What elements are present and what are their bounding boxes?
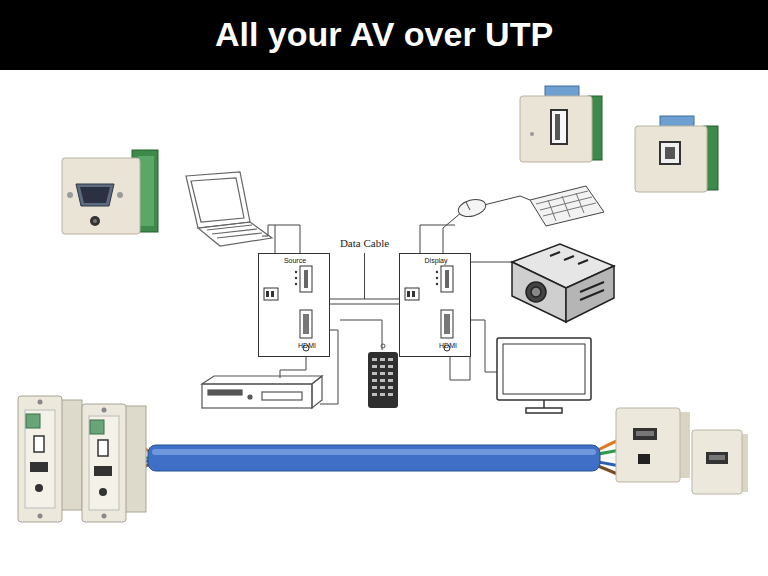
usb-wall-plates xyxy=(520,86,718,192)
title-text: All your AV over UTP xyxy=(0,14,768,54)
left-wall-plates xyxy=(18,396,146,522)
device-box: SourceHDMI xyxy=(258,253,330,357)
port-label: HDMI xyxy=(439,342,457,350)
label-leader xyxy=(364,253,365,299)
device-heading: Source xyxy=(284,257,306,265)
dvd-player-icon xyxy=(202,376,322,408)
right-wall-plates xyxy=(616,408,748,494)
projector-icon xyxy=(512,244,614,322)
tv-icon xyxy=(497,338,591,413)
title-bar: All your AV over UTP xyxy=(0,0,768,70)
mouse-icon xyxy=(456,197,487,220)
laptop-icon xyxy=(186,172,272,246)
keyboard-icon xyxy=(530,186,604,226)
source-ports xyxy=(259,254,329,356)
edge-label: Data Cable xyxy=(338,237,391,250)
device-box: DisplayHDMI xyxy=(399,253,471,357)
utp-cable xyxy=(117,436,630,478)
data-cable-pair xyxy=(330,304,399,305)
display-ports xyxy=(400,254,470,356)
port-label: HDMI xyxy=(298,342,316,350)
device-heading: Display xyxy=(425,257,448,265)
vga-wall-plate xyxy=(62,150,158,234)
remote-icon xyxy=(368,344,398,408)
